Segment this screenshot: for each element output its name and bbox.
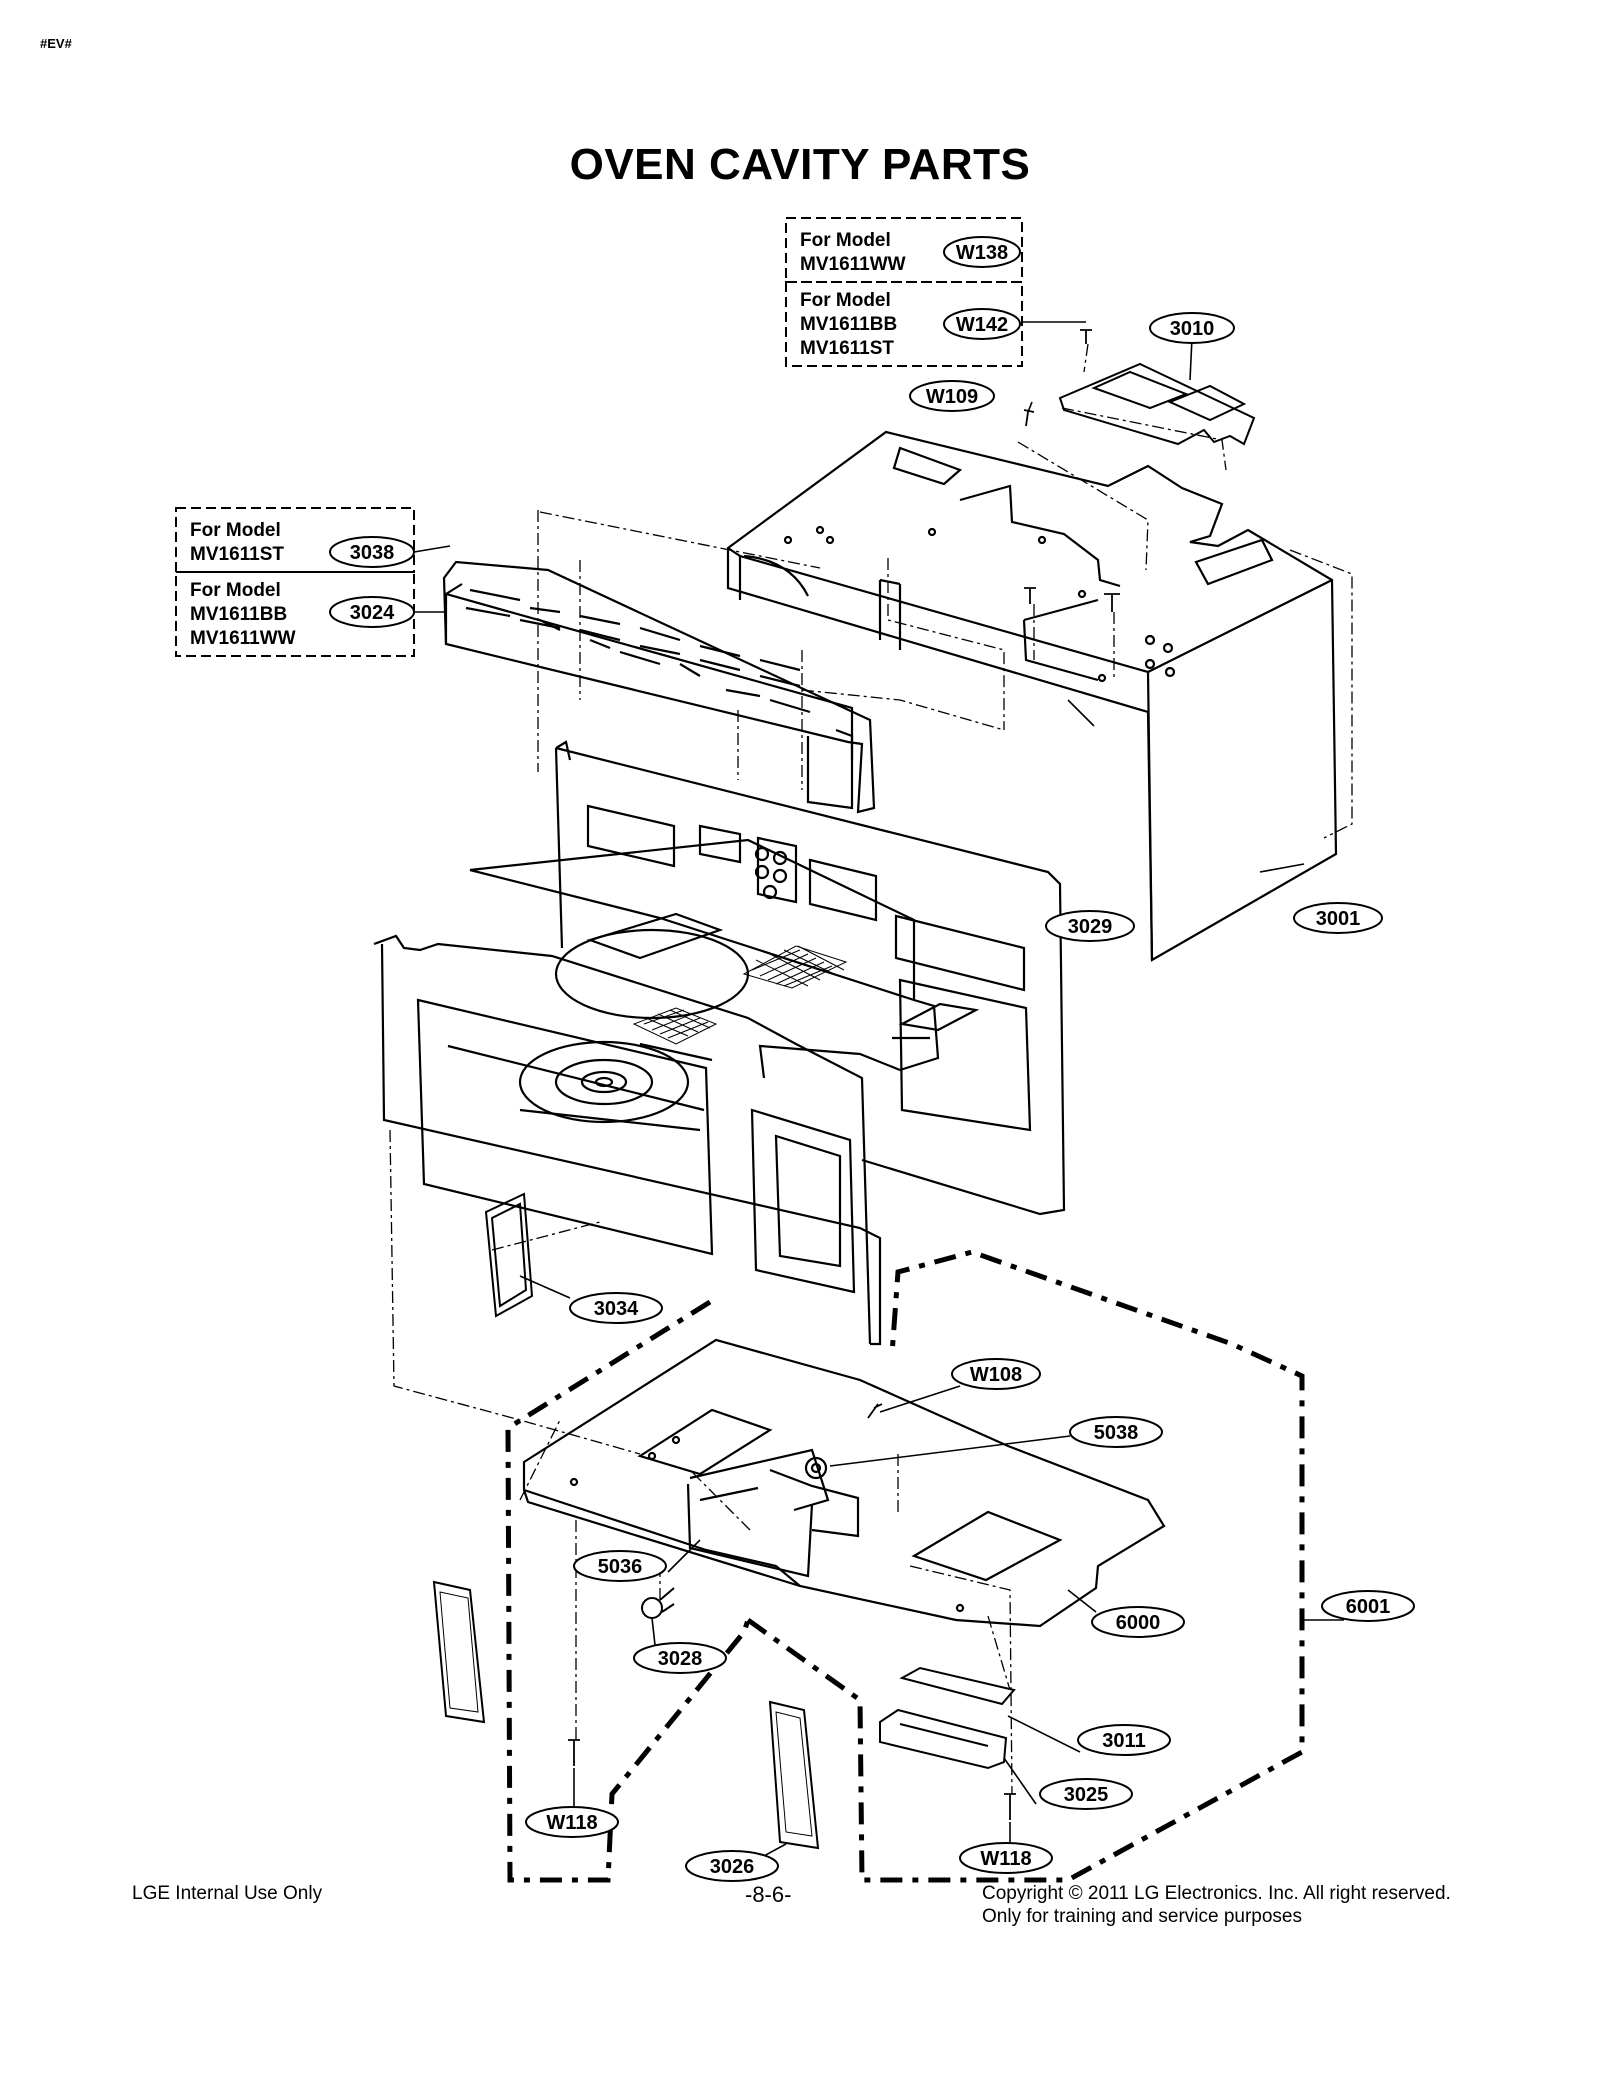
callout-label-5036: 5036 — [598, 1556, 643, 1578]
waveguide-cover-part-3034 — [484, 1192, 534, 1318]
callout-label-w138: W138 — [956, 242, 1008, 264]
callout-ellipse-3024 — [329, 596, 415, 628]
callout-ellipse-w142 — [943, 308, 1021, 340]
callout-label-w118-right: W118 — [980, 1848, 1031, 1870]
bracket-part-3010 — [1058, 362, 1256, 446]
model-box-w142-line1: For Model — [800, 290, 891, 311]
base-plate-part-6000 — [522, 1338, 1166, 1628]
callout-ellipse-w109 — [909, 380, 995, 412]
callout-ellipse-3028 — [633, 1642, 727, 1674]
model-box-w142-line2: MV1611BB — [800, 314, 897, 335]
document-tag: #EV# — [40, 36, 72, 51]
grease-filter-left — [432, 1580, 486, 1724]
model-box-w138-line1: For Model — [800, 230, 891, 251]
callout-ellipse-6001 — [1321, 1590, 1415, 1622]
model-box-3024-line3: MV1611WW — [190, 628, 296, 649]
callout-label-6000: 6000 — [1116, 1612, 1161, 1634]
callout-label-3038: 3038 — [350, 542, 395, 564]
callout-label-3028: 3028 — [658, 1648, 703, 1670]
footer-copyright: Copyright © 2011 LG Electronics. Inc. Al… — [982, 1883, 1451, 1904]
control-panel-frame-part-3024 — [442, 560, 876, 814]
callout-label-6001: 6001 — [1346, 1596, 1391, 1618]
callout-label-5038: 5038 — [1094, 1422, 1139, 1444]
callout-label-3010: 3010 — [1170, 318, 1215, 340]
callout-ellipse-w118-right — [959, 1842, 1053, 1874]
footer-internal-use: LGE Internal Use Only — [132, 1883, 323, 1904]
callout-label-w108: W108 — [970, 1364, 1022, 1386]
footer-training-note: Only for training and service purposes — [982, 1906, 1302, 1927]
callout-label-3029: 3029 — [1068, 916, 1113, 938]
callout-label-3025: 3025 — [1064, 1784, 1109, 1806]
callout-ellipse-6000 — [1091, 1606, 1185, 1638]
callout-ellipse-w108 — [951, 1358, 1041, 1390]
model-box-w142-line3: MV1611ST — [800, 338, 894, 359]
page-title: OVEN CAVITY PARTS — [569, 140, 1031, 189]
model-box-3038-line2: MV1611ST — [190, 544, 284, 565]
callout-ellipse-3034 — [569, 1292, 663, 1324]
model-box-3024-line2: MV1611BB — [190, 604, 287, 625]
assembly-guide-lines — [389, 343, 1353, 1795]
callout-label-3024: 3024 — [350, 602, 395, 624]
lamp-part-3028 — [641, 1587, 675, 1619]
callout-label-w109: W109 — [926, 386, 978, 408]
callout-ellipse-3010 — [1149, 312, 1235, 344]
heavy-assembly-boundaries — [505, 1249, 1305, 1883]
callout-ellipse-w118-left — [525, 1806, 619, 1838]
callout-label-w118-left: W118 — [546, 1812, 597, 1834]
callout-ellipse-3029 — [1045, 910, 1135, 942]
model-box-w138-line2: MV1611WW — [800, 254, 906, 275]
callout-label-3001: 3001 — [1316, 908, 1361, 930]
oven-cavity-main — [373, 740, 1066, 1346]
callout-ellipse-3025 — [1039, 1778, 1133, 1810]
callout-label-w142: W142 — [956, 314, 1008, 336]
callout-ellipse-3011 — [1077, 1724, 1171, 1756]
callout-ellipse-w138 — [943, 236, 1021, 268]
lamp-cover-part-3011 — [899, 1666, 1016, 1706]
leader-lines — [413, 321, 1344, 1871]
callout-label-3026: 3026 — [710, 1856, 755, 1878]
callout-ellipse-5036 — [573, 1550, 667, 1582]
callout-ellipse-3026 — [685, 1850, 779, 1882]
outer-case-part-3001 — [726, 430, 1338, 962]
screw-group — [568, 329, 1120, 1820]
callout-ellipse-5038 — [1069, 1416, 1163, 1448]
footer-page-number: -8-6- — [745, 1882, 792, 1907]
callout-label-3034: 3034 — [594, 1298, 639, 1320]
model-box-3024-line1: For Model — [190, 580, 281, 601]
top-model-box-group — [785, 217, 1023, 367]
grease-filter-right-part-3026 — [768, 1700, 820, 1850]
vent-grid-upper — [742, 945, 848, 989]
callout-ellipse-3038 — [329, 536, 415, 568]
lamp-cover-holder-part-3025 — [879, 1708, 1008, 1770]
callout-ellipse-3001 — [1293, 902, 1383, 934]
vent-grid-lower — [632, 1007, 718, 1045]
callout-label-3011: 3011 — [1102, 1730, 1145, 1752]
model-box-3038-line1: For Model — [190, 520, 281, 541]
